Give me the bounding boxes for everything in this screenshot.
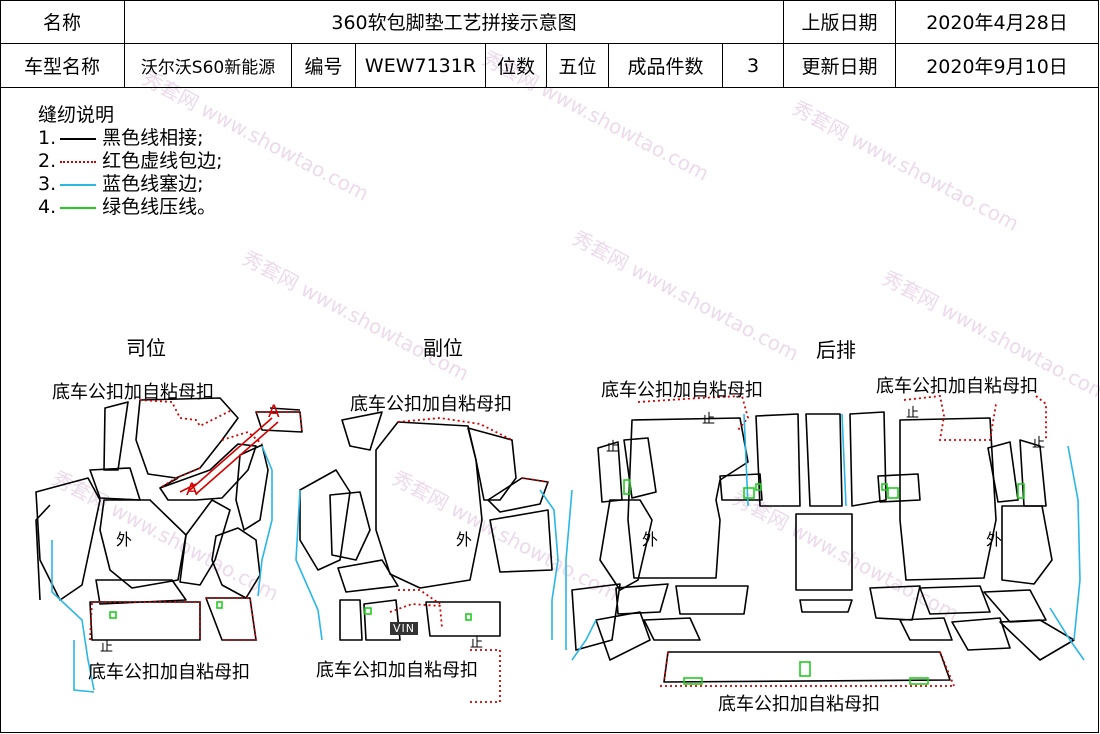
- model-value: 沃尔沃S60新能源: [125, 44, 292, 88]
- legend-text: 绿色线压线。: [102, 196, 217, 218]
- legend-item-black: 1. 黑色线相接;: [38, 127, 223, 150]
- green-press-marks: [109, 479, 1025, 685]
- rear-clip-label-right: 底车公扣加自粘母扣: [876, 376, 1038, 397]
- red-binding-edges: [89, 395, 1047, 703]
- marker-a-lower: A: [186, 480, 198, 500]
- seats-label: 位数: [486, 44, 547, 88]
- stop-mark: 止: [906, 406, 920, 421]
- pieces-label: 成品件数: [609, 44, 723, 88]
- rear-clip-label-bottom: 底车公扣加自粘母扣: [718, 694, 880, 715]
- legend-number: 1.: [38, 127, 57, 149]
- legend-item-green: 4. 绿色线压线。: [38, 196, 223, 219]
- passenger-outer-label: 外: [456, 530, 473, 549]
- legend-item-red: 2. 红色虚线包边;: [38, 150, 223, 173]
- driver-clip-label-top: 底车公扣加自粘母扣: [52, 382, 214, 403]
- sewing-legend: 缝纫说明 1. 黑色线相接; 2. 红色虚线包边; 3. 蓝色线塞边; 4. 绿…: [38, 104, 223, 219]
- stop-mark: 止: [470, 636, 484, 651]
- stop-mark: 止: [100, 640, 114, 655]
- stop-mark: 止: [1032, 436, 1046, 451]
- blue-line-swatch: [60, 183, 97, 186]
- passenger-section-title: 副位: [423, 336, 463, 360]
- sheet-title: 360软包脚垫工艺拼接示意图: [125, 0, 784, 44]
- legend-number: 4.: [38, 196, 57, 218]
- publish-date-label: 上版日期: [784, 0, 896, 44]
- red-dotted-swatch: [60, 160, 97, 163]
- driver-clip-label-bottom: 底车公扣加自粘母扣: [88, 662, 250, 683]
- seats-value: 五位: [547, 44, 609, 88]
- legend-title: 缝纫说明: [38, 104, 115, 126]
- legend-number: 3.: [38, 173, 57, 195]
- update-date-label: 更新日期: [784, 44, 896, 88]
- rear-mat-pieces: [571, 411, 1075, 683]
- driver-section-title: 司位: [126, 336, 166, 360]
- alignment-marker-a: [179, 417, 279, 495]
- rear-clip-label-left: 底车公扣加自粘母扣: [601, 380, 763, 401]
- legend-text: 红色虚线包边;: [102, 150, 223, 172]
- code-value: WEW7131R: [356, 44, 486, 88]
- rear-section-title: 后排: [816, 338, 856, 362]
- passenger-clip-label-bottom: 底车公扣加自粘母扣: [316, 660, 478, 681]
- legend-text: 蓝色线塞边;: [102, 173, 204, 195]
- driver-outer-label: 外: [116, 530, 133, 549]
- marker-a-upper: A: [268, 402, 280, 422]
- driver-mat-pieces: [35, 397, 303, 641]
- legend-number: 2.: [38, 150, 57, 172]
- black-line-swatch: [60, 137, 97, 140]
- stop-mark: 止: [606, 440, 620, 455]
- code-label: 编号: [292, 44, 356, 88]
- stop-mark: 止: [702, 412, 716, 427]
- model-label: 车型名称: [0, 44, 125, 88]
- rear-outer-label-left: 外: [642, 530, 659, 549]
- blue-tuck-edges: [51, 413, 1085, 693]
- legend-text: 黑色线相接;: [102, 127, 204, 149]
- passenger-mat-pieces: [299, 411, 553, 641]
- spec-header-table: 名称 360软包脚垫工艺拼接示意图 上版日期 2020年4月28日 车型名称 沃…: [0, 0, 1100, 88]
- vin-window-label: VIN: [390, 622, 418, 635]
- rear-outer-label-right: 外: [986, 530, 1003, 549]
- green-line-swatch: [60, 206, 97, 209]
- passenger-clip-label-top: 底车公扣加自粘母扣: [350, 394, 512, 415]
- pieces-value: 3: [723, 44, 784, 88]
- name-label: 名称: [0, 0, 125, 44]
- legend-item-blue: 3. 蓝色线塞边;: [38, 173, 223, 196]
